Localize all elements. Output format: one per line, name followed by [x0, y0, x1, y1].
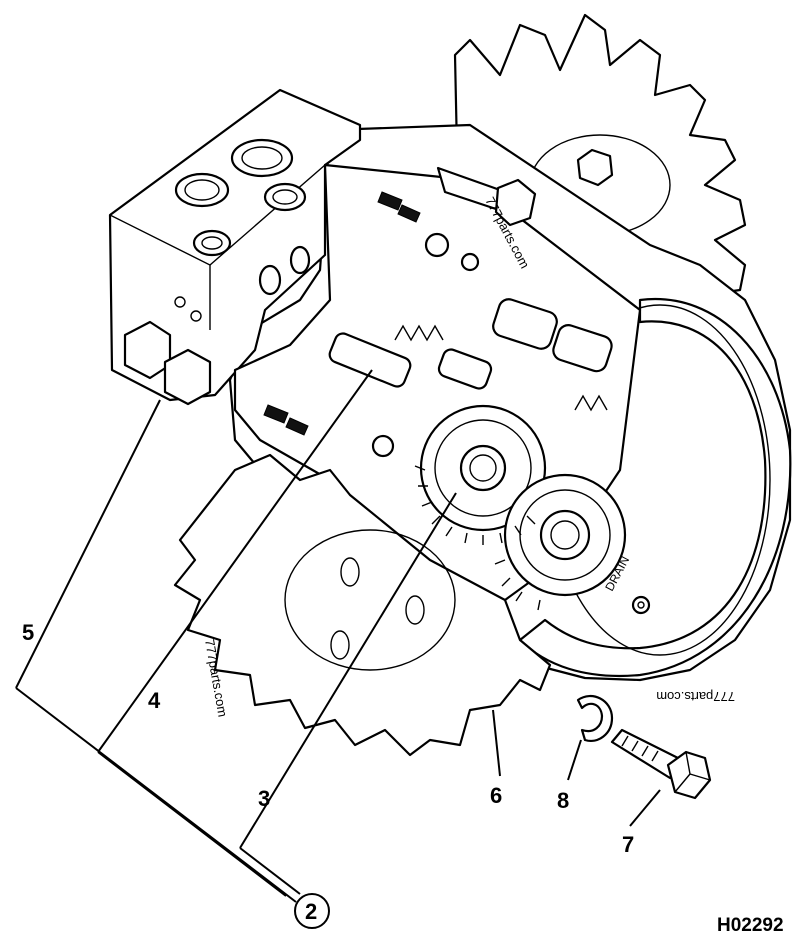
figure-id: H02292 — [717, 915, 784, 936]
watermark-text: 777parts.com — [656, 689, 735, 704]
callout-8: 8 — [557, 788, 569, 813]
leader-lines — [15, 369, 661, 903]
front-sprocket — [173, 453, 552, 757]
cap-screw — [610, 728, 712, 800]
callout-7: 7 — [622, 832, 634, 857]
callout-5: 5 — [22, 620, 34, 645]
valve-block — [108, 88, 362, 406]
callout-3: 3 — [258, 786, 270, 811]
callout-2: 2 — [305, 899, 317, 924]
callout-4: 4 — [148, 688, 161, 713]
callout-6: 6 — [490, 783, 502, 808]
lock-washer — [576, 694, 614, 742]
planetary-gears — [414, 404, 627, 611]
callout-2-circled: 2 — [294, 893, 330, 929]
